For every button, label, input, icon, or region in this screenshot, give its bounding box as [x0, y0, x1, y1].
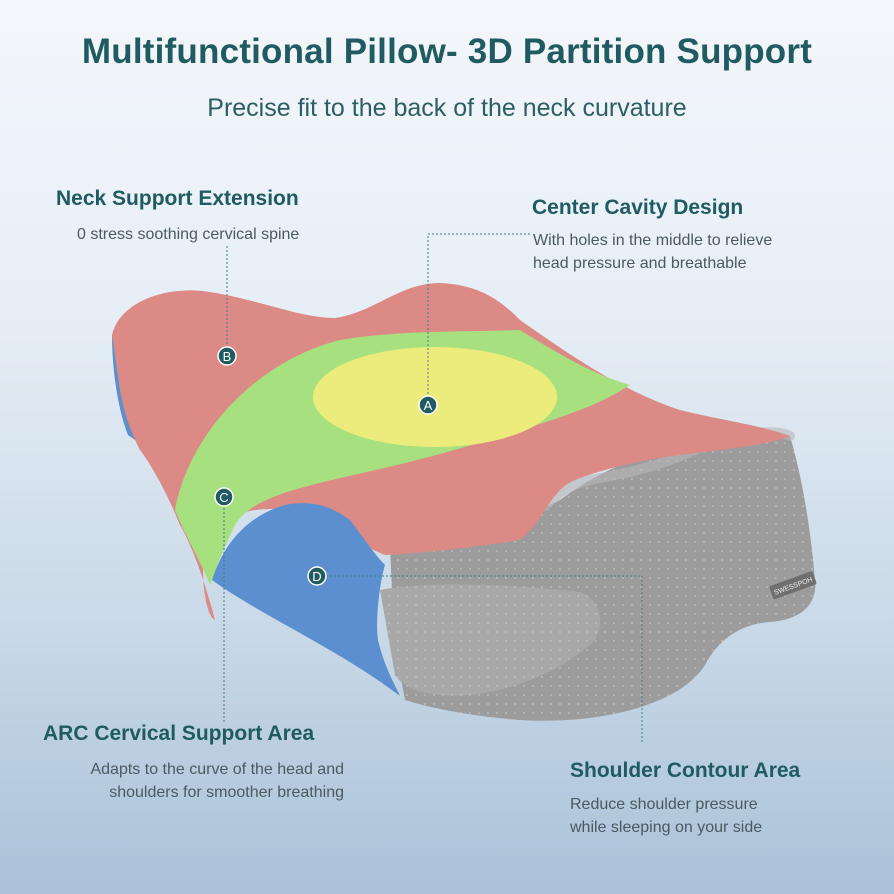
svg-text:B: B: [223, 349, 232, 364]
leader-line-a: [427, 233, 530, 398]
shoulder-contour-desc-line: Reduce shoulder pressure: [570, 796, 758, 813]
arc-support-title: ARC Cervical Support Area: [43, 722, 315, 745]
neck-support-title: Neck Support Extension: [56, 187, 299, 210]
neck-support-desc-line: 0 stress soothing cervical spine: [77, 226, 300, 243]
zone-blue: [212, 503, 400, 696]
marker-a: A: [418, 395, 438, 415]
svg-text:A: A: [424, 398, 433, 413]
leader-line-d: [326, 575, 643, 742]
marker-b: B: [217, 346, 237, 366]
center-cavity-desc-line: head pressure and breathable: [533, 255, 747, 272]
svg-text:C: C: [219, 490, 228, 505]
center-cavity-desc-line: With holes in the middle to relieve: [533, 232, 773, 249]
marker-d: D: [307, 566, 327, 586]
svg-text:D: D: [312, 569, 321, 584]
shoulder-contour-desc: Reduce shoulder pressure while sleeping …: [570, 793, 762, 839]
arc-support-desc: Adapts to the curve of the head and shou…: [90, 758, 344, 804]
neck-support-desc: 0 stress soothing cervical spine: [77, 223, 299, 246]
center-cavity-title: Center Cavity Design: [532, 196, 744, 219]
center-cavity-desc: With holes in the middle to relieve head…: [533, 229, 772, 275]
page-title: Multifunctional Pillow- 3D Partition Sup…: [81, 32, 813, 71]
shoulder-contour-desc-line: while sleeping on your side: [570, 819, 763, 836]
page-subtitle: Precise fit to the back of the neck curv…: [207, 94, 687, 122]
arc-support-desc-line: Adapts to the curve of the head and: [90, 761, 344, 778]
zone-yellow: [313, 347, 557, 447]
shoulder-contour-title: Shoulder Contour Area: [570, 759, 801, 782]
arc-support-desc-line: shoulders for smoother breathing: [109, 784, 344, 801]
marker-c: C: [214, 487, 234, 507]
